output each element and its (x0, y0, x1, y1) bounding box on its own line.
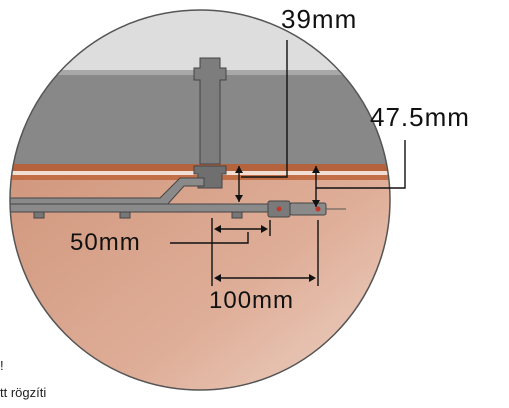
end-fitting-right (289, 202, 327, 216)
dimension-label-39: 39mm (281, 4, 358, 34)
fitting-dot-right (315, 206, 321, 212)
cropped-text-line-2: tt rögzíti (0, 385, 47, 400)
magnifier-circle (9, 9, 391, 391)
top-mount (193, 57, 227, 165)
ceiling-band (10, 10, 390, 70)
fitting-dot-left (276, 206, 282, 212)
cropped-text-line-1: ! (0, 358, 4, 373)
arrowheads (214, 166, 320, 282)
pipe-horizontal (10, 203, 291, 213)
copper-layer-top (10, 164, 390, 171)
leader-50 (170, 232, 249, 244)
dimension-label-50: 50mm (70, 229, 141, 256)
leader-39 (241, 40, 288, 178)
dimension-label-100: 100mm (209, 287, 295, 314)
leader-475 (316, 140, 406, 189)
dimension-label-47-5: 47.5mm (370, 102, 470, 132)
